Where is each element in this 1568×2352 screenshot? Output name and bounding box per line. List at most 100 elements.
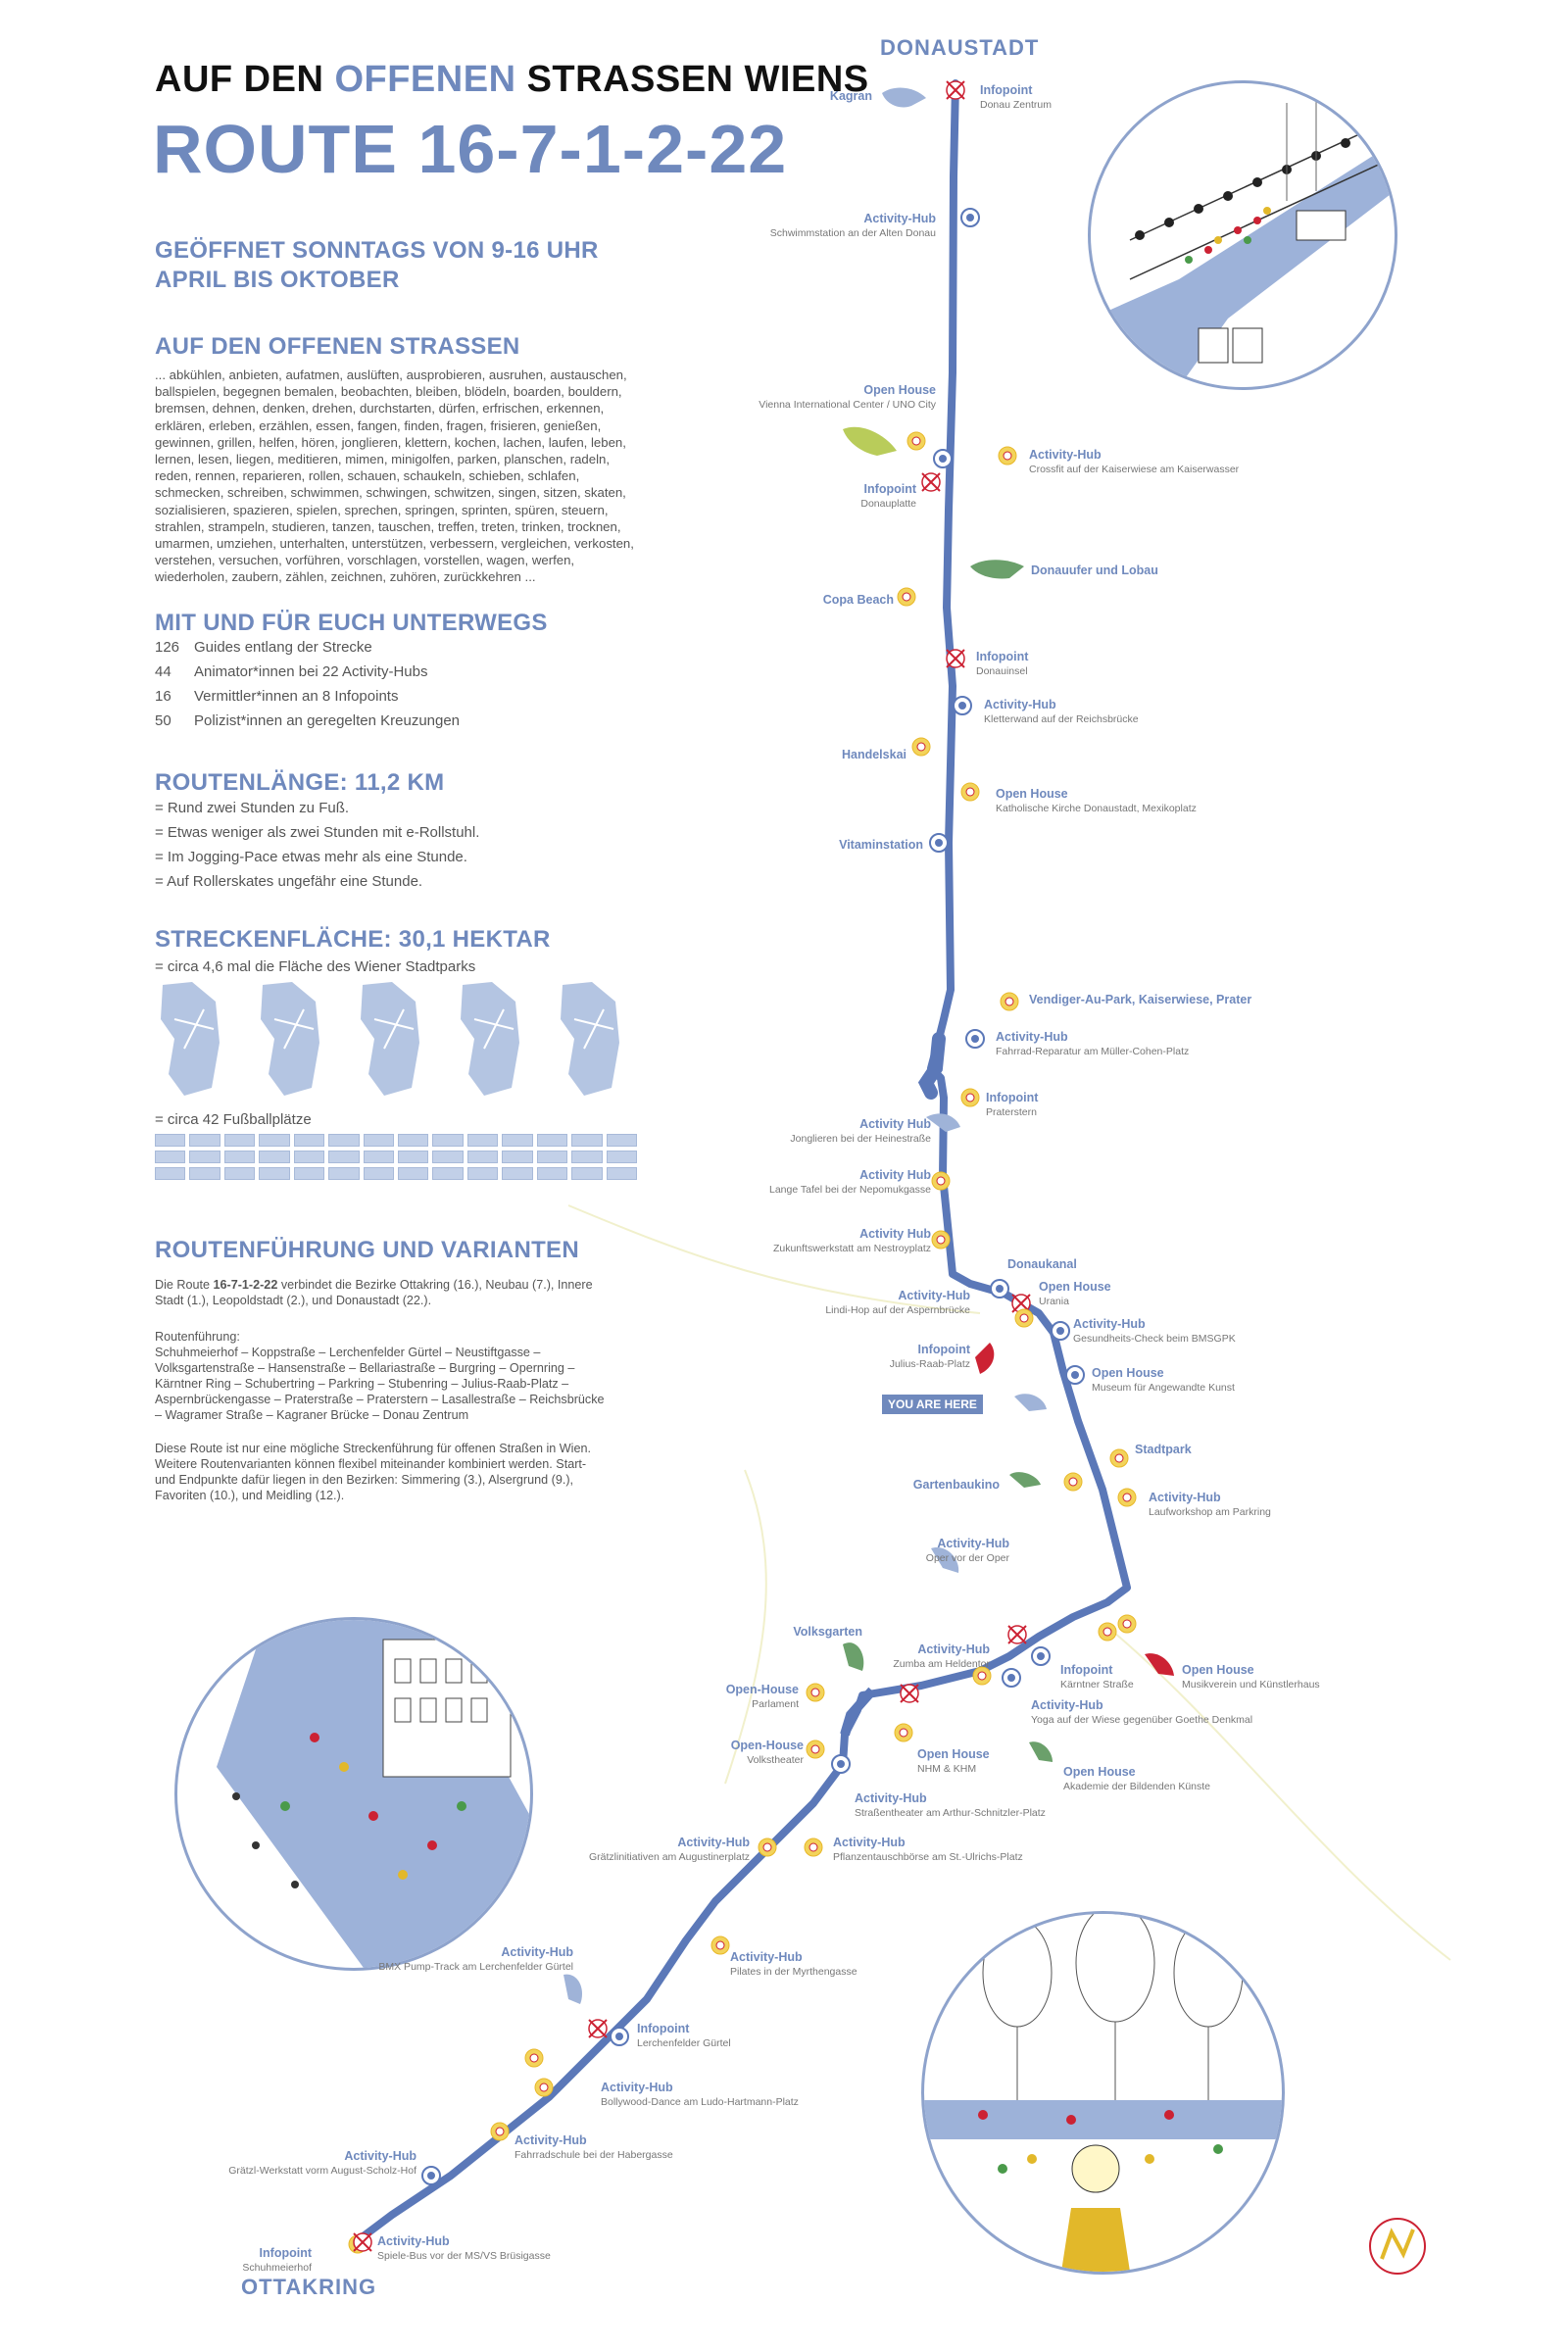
illustration-street	[924, 1914, 1282, 2272]
hand-icon	[970, 560, 1024, 579]
praterstern-loop	[917, 1032, 946, 1100]
activity-hub-marker	[933, 449, 953, 468]
stadtpark-shapes	[155, 980, 645, 1098]
football-field	[432, 1134, 464, 1147]
gartenbaukino-marker	[1063, 1472, 1083, 1492]
infopoint-marker	[1031, 1646, 1051, 1666]
length-list: = Rund zwei Stunden zu Fuß. = Etwas weni…	[155, 800, 479, 898]
open-house-marker	[1098, 1622, 1117, 1642]
map-label: Donaukanal	[1007, 1257, 1077, 1271]
football-field	[432, 1151, 464, 1163]
football-field	[155, 1151, 186, 1163]
activity-hub-marker	[421, 2166, 441, 2185]
map-label: Handelskai	[841, 748, 906, 761]
open-house-marker	[960, 782, 980, 802]
infopoint-marker	[921, 472, 941, 492]
stadtpark-path-detail	[173, 1008, 215, 1050]
activity-hub-marker	[804, 1838, 823, 1857]
illustration-square	[217, 1620, 530, 1968]
map-label: Vitaminstation	[839, 838, 923, 852]
football-field	[398, 1151, 429, 1163]
compass-logo	[1369, 2218, 1426, 2275]
football-field	[466, 1167, 499, 1180]
illustration-street-circle	[921, 1911, 1285, 2275]
verbs-text: ... abkühlen, anbieten, aufatmen, auslüf…	[155, 368, 634, 585]
map-label: Kagran	[829, 89, 872, 103]
football-field	[189, 1151, 220, 1163]
football-field	[293, 1134, 325, 1147]
football-field	[293, 1167, 325, 1180]
ring-segment	[840, 1687, 876, 1737]
infopoint-marker	[960, 1088, 980, 1107]
open-house-marker	[1065, 1365, 1085, 1385]
illustration-bridge	[1091, 93, 1395, 387]
hand-icon	[1009, 1472, 1041, 1488]
hand-icon	[564, 1974, 583, 2004]
length-row: = Rund zwei Stunden zu Fuß.	[155, 800, 350, 816]
football-field	[571, 1167, 603, 1180]
illustration-bridge-circle	[1088, 80, 1397, 390]
length-row: = Im Jogging-Pace etwas mehr als eine St…	[155, 849, 467, 865]
football-field	[293, 1151, 325, 1163]
football-field	[223, 1167, 256, 1180]
park-marker	[1000, 992, 1019, 1011]
football-field	[571, 1134, 603, 1147]
background-street	[724, 1469, 767, 1785]
football-field	[398, 1167, 429, 1180]
football-field	[223, 1134, 256, 1147]
verbs-heading: AUF DEN OFFENEN STRASSEN	[155, 333, 520, 360]
routing-guide-text: Schuhmeierhof – Koppstraße – Lerchenfeld…	[155, 1346, 605, 1422]
map-label: Volksgarten	[793, 1625, 862, 1639]
football-field	[363, 1167, 394, 1180]
routing-outro-text: Diese Route ist nur eine mögliche Streck…	[155, 1442, 591, 1502]
football-field	[328, 1151, 360, 1163]
team-heading: MIT UND FÜR EUCH UNTERWEGS	[155, 610, 548, 636]
infopoint-marker	[946, 80, 965, 100]
hand-icon	[1014, 1394, 1047, 1411]
hand-icon	[931, 1547, 959, 1573]
activity-hub-marker	[758, 1838, 777, 1857]
route-title: ROUTE 16-7-1-2-22	[153, 111, 788, 187]
football-field	[466, 1134, 499, 1147]
map-label: Vendiger-Au-Park, Kaiserwiese, Prater	[1029, 993, 1252, 1006]
stadtpark-path-detail	[373, 1008, 415, 1050]
hand-icon	[1029, 1741, 1053, 1762]
open-house-marker	[894, 1723, 913, 1742]
football-field	[606, 1134, 637, 1147]
map-label: Stadtpark	[1135, 1443, 1192, 1456]
football-field	[466, 1151, 499, 1163]
opening-hours-line2: APRIL BIS OKTOBER	[155, 267, 400, 293]
map-label: Copa Beach	[822, 593, 894, 607]
activity-hub-marker	[990, 1279, 1009, 1298]
infopoint-marker	[353, 2232, 372, 2252]
activity-hub-marker	[1117, 1488, 1137, 1507]
district-label-donaustadt: DONAUSTADT	[880, 35, 1040, 60]
football-field	[606, 1167, 637, 1180]
parks-comparison-text: = circa 4,6 mal die Fläche des Wiener St…	[155, 958, 476, 975]
